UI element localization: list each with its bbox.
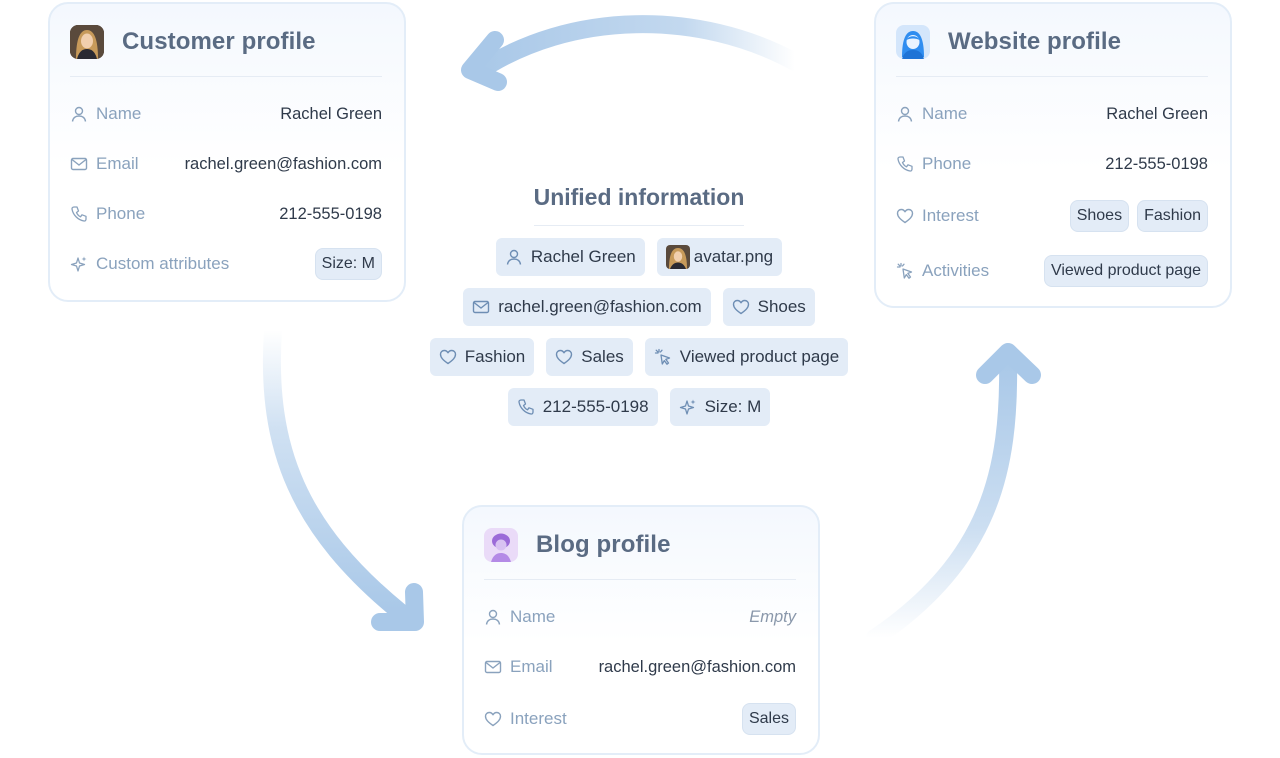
website-profile-card: Website profile Name Rachel Green Phone … [874,2,1232,308]
person-icon [484,608,502,626]
row-label: Phone [96,204,146,223]
person-icon [896,105,914,123]
profile-row-name: Name Rachel Green [70,89,382,139]
unified-chip: Rachel Green [495,238,645,276]
profile-row-name: Name Empty [484,592,796,642]
profile-row-email: Email rachel.green@fashion.com [484,642,796,692]
row-label: Email [510,657,553,676]
card-header: Website profile [896,22,1208,77]
row-label: Name [922,104,968,123]
heart-icon [732,298,750,316]
heart-icon [555,348,573,366]
row-label: Name [510,607,556,626]
row-label: Interest [510,709,567,728]
row-value: 212-555-0198 [1105,154,1208,173]
envelope-icon [484,658,502,676]
unified-information: Unified information Rachel Green avatar.… [420,184,858,426]
chip-text: avatar.png [693,247,774,266]
card-header: Customer profile [70,22,382,77]
woman-avatar-icon [896,25,930,59]
phone-icon [70,205,88,223]
chip-row: rachel.green@fashion.com Shoes [420,288,858,326]
attribute-chip: Size: M [314,248,382,280]
person-icon [505,248,523,266]
person-avatar-icon [484,528,518,562]
row-label: Interest [922,206,979,225]
chip-text: Sales [581,347,624,366]
interest-chip: Shoes [1069,200,1130,232]
card-title: Blog profile [536,531,671,558]
customer-profile-card: Customer profile Name Rachel Green Email… [48,2,406,302]
chip-row: Rachel Green avatar.png [420,238,858,276]
chip-text: Size: M [704,397,762,416]
avatar-thumbnail-icon [665,245,690,269]
profile-row-custom-attributes: Custom attributes Size: M [70,239,382,289]
row-value: Rachel Green [1106,104,1208,123]
profile-row-email: Email rachel.green@fashion.com [70,139,382,189]
sparkle-icon [679,398,697,416]
profile-row-phone: Phone 212-555-0198 [896,139,1208,189]
unified-chip: Viewed product page [644,338,849,376]
interest-chip: Fashion [1137,200,1208,232]
activity-chip: Viewed product page [1043,255,1208,287]
unified-chip: rachel.green@fashion.com [463,288,711,326]
unified-chip: Shoes [722,288,815,326]
arrow-blog-to-website [866,351,1018,647]
heart-icon [896,207,914,225]
chip-row: 212-555-0198 Size: M [420,388,858,426]
row-value: Rachel Green [280,104,382,123]
profile-row-name: Name Rachel Green [896,89,1208,139]
arrow-customer-to-blog [262,321,409,621]
unified-chip: Size: M [669,388,771,426]
chip-text: rachel.green@fashion.com [498,297,702,316]
heart-icon [439,348,457,366]
row-label: Activities [922,261,990,280]
unified-chip: avatar.png [656,238,783,276]
envelope-icon [70,155,88,173]
person-icon [70,105,88,123]
card-title: Website profile [948,28,1122,55]
unified-chip: Sales [546,338,633,376]
unified-title: Unified information [533,184,745,226]
profile-row-interest: Interest Sales [484,692,796,746]
profile-row-phone: Phone 212-555-0198 [70,189,382,239]
woman-portrait-icon [70,25,104,59]
chip-text: Fashion [464,347,526,366]
card-header: Blog profile [484,525,796,580]
row-value: rachel.green@fashion.com [598,657,796,676]
row-value: 212-555-0198 [279,204,382,223]
heart-icon [484,710,502,728]
chip-text: Rachel Green [530,247,636,266]
row-value-empty: Empty [749,607,796,626]
card-title: Customer profile [122,28,316,55]
cursor-click-icon [896,262,914,280]
phone-icon [896,155,914,173]
interest-chip: Sales [741,703,796,735]
profile-row-activities: Activities Viewed product page [896,243,1208,299]
unified-chip: Fashion [429,338,535,376]
row-label: Phone [922,154,972,173]
sparkle-icon [70,255,88,273]
chip-text: Viewed product page [679,347,840,366]
row-label: Custom attributes [96,254,230,273]
row-value: rachel.green@fashion.com [184,154,382,173]
chip-text: Shoes [757,297,806,316]
cursor-click-icon [654,348,672,366]
chip-text: 212-555-0198 [542,397,649,416]
blog-profile-card: Blog profile Name Empty Email rachel.gre… [462,505,820,755]
chip-row: Fashion Sales Viewed product page [420,338,858,376]
row-label: Email [96,154,139,173]
phone-icon [517,398,535,416]
envelope-icon [472,298,490,316]
arrow-website-to-customer [469,15,804,81]
row-label: Name [96,104,142,123]
unified-chip: 212-555-0198 [507,388,658,426]
